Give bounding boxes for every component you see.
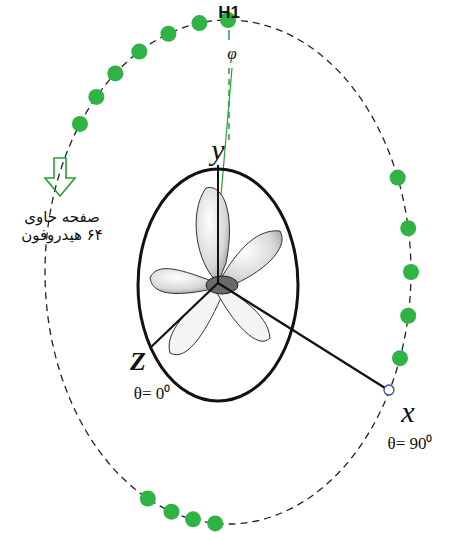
hydrophone-dot: [403, 264, 419, 280]
plane-note: صفحه حاوی ۶۴ هیدروفون: [14, 208, 110, 244]
hydrophone-dot: [191, 15, 207, 31]
y-axis: [217, 165, 219, 283]
hydrophone-label: H1: [218, 3, 240, 23]
hydrophone-dot: [400, 308, 416, 324]
hydrophone-dot: [131, 44, 147, 60]
hydrophone-dot: [88, 89, 104, 105]
x-axis: [218, 283, 385, 388]
angle-label: θ= 90⁰: [388, 431, 433, 454]
hydrophone-dot: [185, 511, 201, 527]
hydrophone-dot: [390, 170, 406, 186]
angle-ref-line: [228, 30, 230, 40]
hydrophone-dot: [107, 65, 123, 81]
axis-label: x: [401, 395, 414, 429]
angle-symbol: φ: [227, 44, 236, 64]
axis-end-marker: [384, 385, 394, 395]
angle-label: θ= 0⁰: [134, 381, 170, 404]
direction-arrow: [45, 158, 75, 196]
axis-label: y: [211, 133, 224, 167]
hydrophone-dot: [140, 490, 156, 506]
hydrophone-dot: [392, 350, 408, 366]
hydrophone-plane: [45, 20, 411, 524]
hydrophone-dot: [207, 515, 223, 531]
hydrophone-dot: [160, 26, 176, 42]
hydrophone-dots: [72, 12, 419, 531]
axis-label: Z: [130, 347, 146, 377]
propeller: [150, 187, 282, 354]
hydrophone-dot: [72, 116, 88, 132]
hydrophone-dot: [400, 220, 416, 236]
hydrophone-dot: [163, 504, 179, 520]
z-axis: [150, 283, 218, 348]
